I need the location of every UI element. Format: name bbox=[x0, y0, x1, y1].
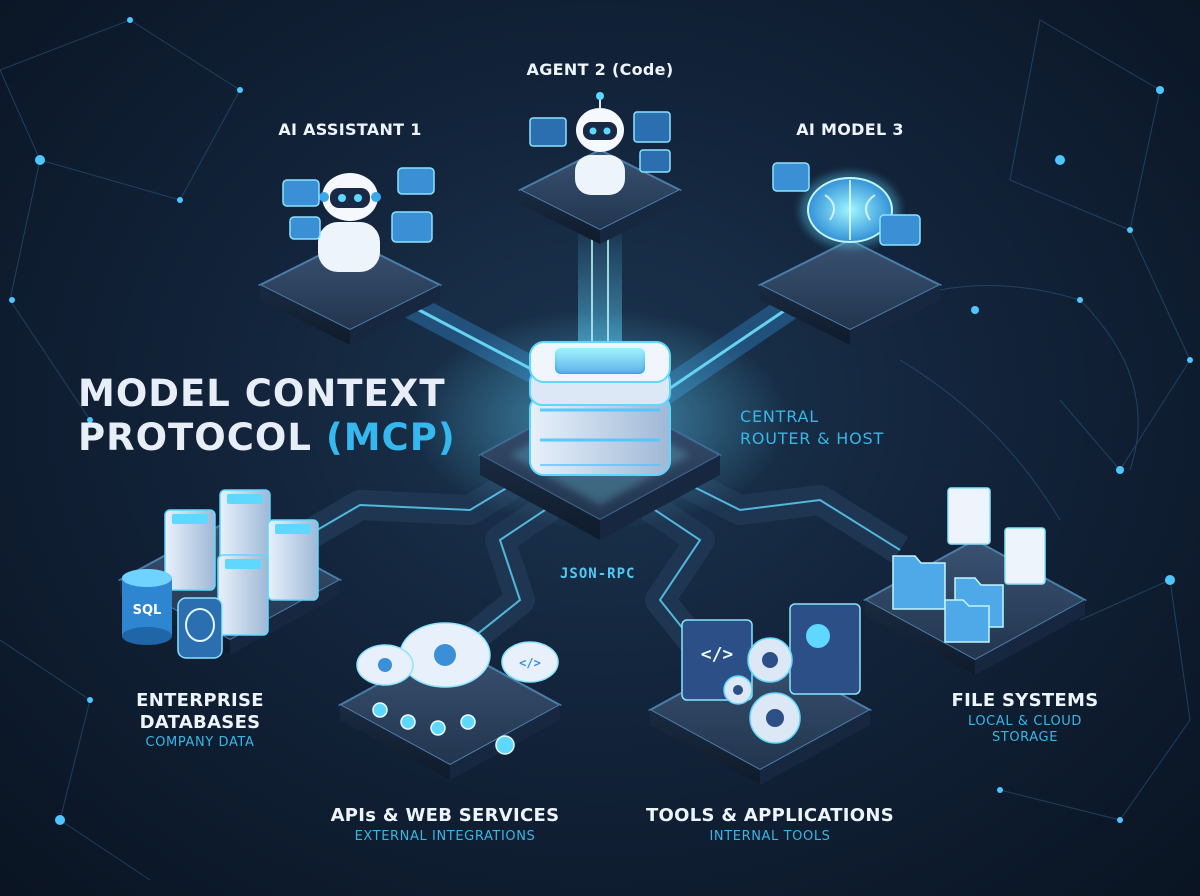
databases-node: SQL bbox=[117, 489, 343, 659]
brain-icon bbox=[800, 172, 900, 248]
document-icon bbox=[947, 487, 1046, 585]
database-icon bbox=[122, 569, 172, 645]
gear-icon bbox=[378, 644, 456, 672]
agent-1-node bbox=[257, 167, 443, 345]
robot-icon bbox=[318, 173, 381, 272]
tools-label: TOOLS & APPLICATIONS bbox=[645, 805, 895, 826]
databases-label: ENTERPRISE DATABASES bbox=[136, 690, 264, 733]
background-nodes bbox=[9, 17, 1193, 825]
api-code-glyph: </> bbox=[519, 656, 541, 670]
tools-node: </> bbox=[647, 603, 873, 785]
apis-node: </> bbox=[337, 622, 563, 780]
chat-bubble-icon bbox=[772, 162, 921, 246]
hub-label: CENTRAL ROUTER & HOST bbox=[740, 407, 885, 448]
agent-3-label: AI MODEL 3 bbox=[796, 120, 904, 139]
protocol-label: JSON-RPC bbox=[560, 566, 636, 582]
apis-label: APIs & WEB SERVICES bbox=[330, 805, 560, 826]
postgres-badge-icon bbox=[177, 597, 223, 659]
title-line-1: MODEL CONTEXT bbox=[78, 372, 446, 415]
chat-bubble-icon bbox=[282, 167, 435, 243]
server-rack-icon bbox=[164, 489, 319, 636]
agent-2-label: AGENT 2 (Code) bbox=[526, 60, 674, 79]
agent-3-node bbox=[757, 162, 943, 345]
files-node bbox=[862, 487, 1088, 675]
files-sub: LOCAL & CLOUD STORAGE bbox=[967, 714, 1083, 745]
central-router-hub bbox=[410, 310, 790, 540]
databases-sub: COMPANY DATA bbox=[145, 735, 255, 750]
agent-2-node bbox=[517, 92, 683, 244]
svg-text:</>: </> bbox=[701, 644, 734, 665]
robot-icon bbox=[575, 92, 625, 195]
cloud-icon bbox=[356, 622, 559, 688]
code-window-icon bbox=[529, 111, 671, 173]
apis-sub: EXTERNAL INTEGRATIONS bbox=[354, 829, 536, 844]
endpoint-nodes bbox=[372, 702, 515, 755]
sql-badge: SQL bbox=[133, 603, 162, 618]
title-highlight: (MCP) bbox=[325, 416, 456, 459]
agent-1-label: AI ASSISTANT 1 bbox=[278, 120, 422, 139]
title-line-2: PROTOCOL (MCP) bbox=[78, 416, 456, 459]
folder-icon bbox=[892, 555, 1004, 643]
tools-sub: INTERNAL TOOLS bbox=[709, 829, 831, 844]
diagram-title: MODEL CONTEXT PROTOCOL (MCP) bbox=[78, 372, 478, 460]
files-label: FILE SYSTEMS bbox=[951, 690, 1099, 711]
